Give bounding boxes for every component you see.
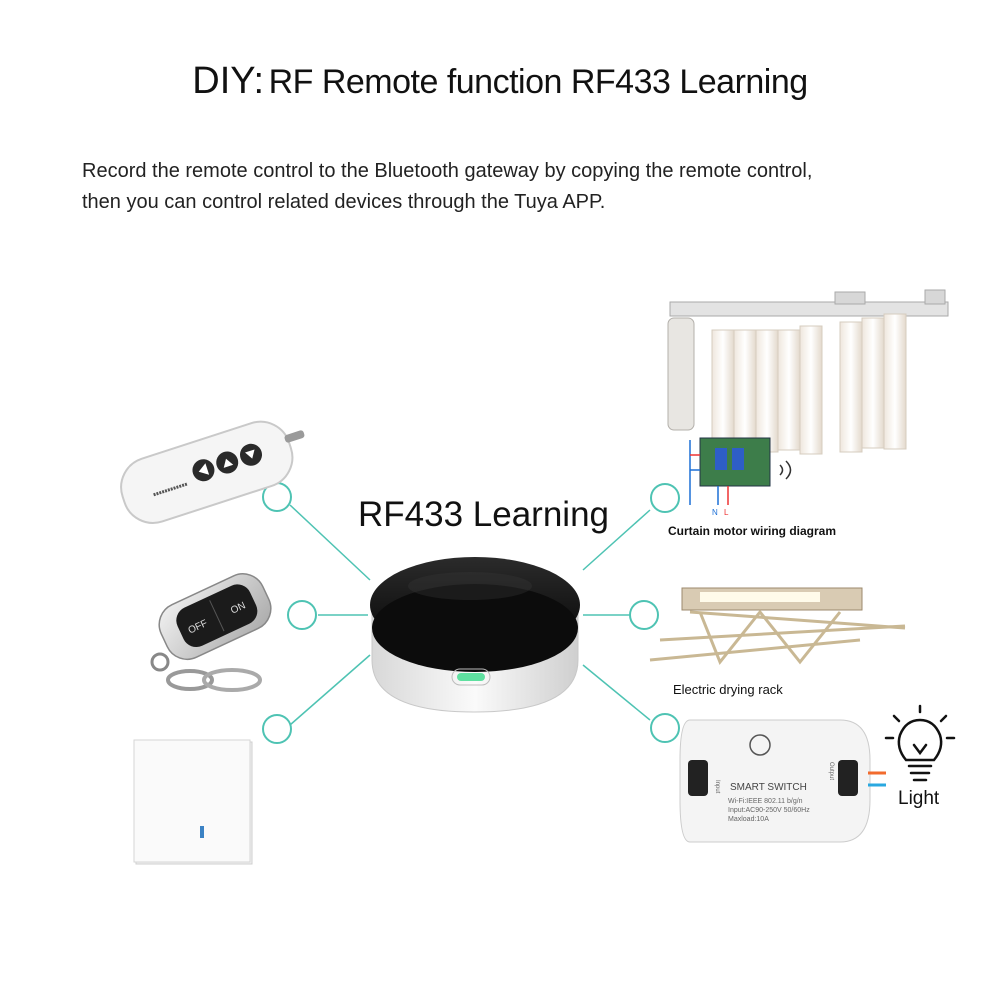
switch-input-label: Input <box>714 780 720 794</box>
connector-node-left-3 <box>262 714 292 744</box>
light-caption: Light <box>898 788 940 809</box>
gateway-hub-icon <box>370 557 580 713</box>
switch-brand: SMART SWITCH <box>730 782 807 793</box>
wire-label-l: L <box>724 508 729 517</box>
switch-spec-1: Wi-Fi:IEEE 802.11 b/g/n <box>728 798 803 805</box>
connector-node-left-2 <box>287 600 317 630</box>
connector-line-left-3 <box>289 654 371 726</box>
wall-switch-icon <box>133 739 253 865</box>
curtain-motor-icon: N L <box>667 289 949 517</box>
keyfob-remote-icon: ON OFF <box>150 573 272 692</box>
wire-label-n: N <box>712 508 718 517</box>
gateway-led <box>457 673 485 681</box>
switch-spec-3: Maxload:10A <box>728 816 769 823</box>
drying-rack-icon <box>649 587 906 665</box>
description-line-2: then you can control related devices thr… <box>82 191 606 213</box>
description: Record the remote control to the Bluetoo… <box>82 156 962 218</box>
connector-node-right-1 <box>650 483 680 513</box>
description-line-1: Record the remote control to the Bluetoo… <box>82 160 813 182</box>
rack-caption: Electric drying rack <box>673 682 783 697</box>
title-rest: RF Remote function RF433 Learning <box>268 63 809 101</box>
title-lead: DIY: <box>192 60 265 102</box>
light-bulb-icon <box>884 704 956 782</box>
smart-switch-icon: SMART SWITCH Wi-Fi:IEEE 802.11 b/g/n Inp… <box>679 719 886 843</box>
switch-spec-2: Input:AC90-250V 50/60Hz <box>728 807 810 814</box>
switch-output-label: Output <box>828 762 834 780</box>
page-title: DIY: RF Remote function RF433 Learning <box>0 60 1000 103</box>
connector-node-right-3 <box>650 713 680 743</box>
connector-nodes <box>262 482 680 744</box>
center-label: RF433 Learning <box>358 495 609 534</box>
curtain-caption: Curtain motor wiring diagram <box>668 524 837 538</box>
connector-line-right-1 <box>582 509 651 571</box>
connector-line-right-3 <box>582 664 651 721</box>
connector-lines <box>289 504 651 726</box>
connector-line-left-1 <box>289 504 371 581</box>
white-remote-icon <box>120 420 305 524</box>
connector-node-right-2 <box>629 600 659 630</box>
